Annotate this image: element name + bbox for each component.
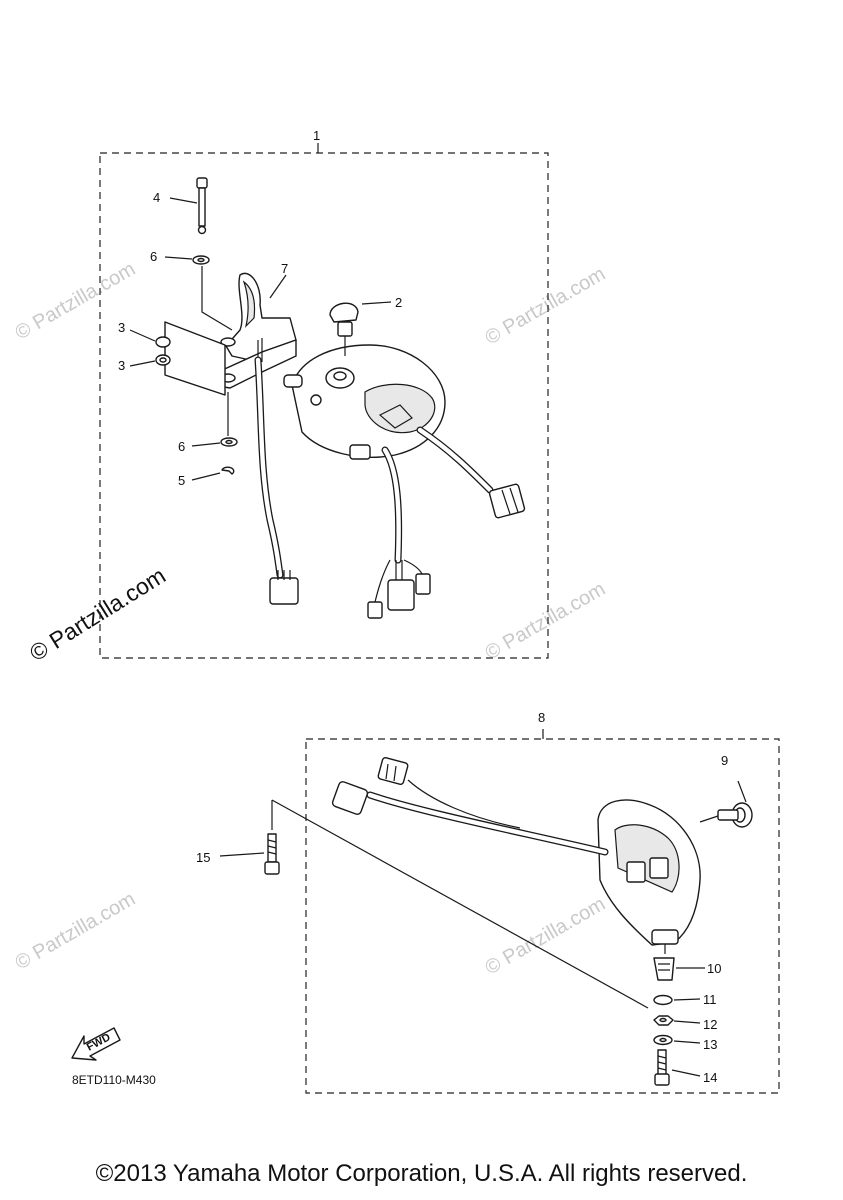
callout-15: 15 bbox=[196, 850, 210, 865]
guide-line-15 bbox=[271, 799, 649, 1009]
fwd-arrow: FWD bbox=[71, 1027, 121, 1061]
callouts: 1 2 3 3 4 5 6 6 7 8 9 10 11 12 13 14 15 bbox=[118, 128, 728, 1085]
part-13-washer bbox=[653, 1034, 701, 1046]
part-6-washer-upper bbox=[164, 255, 210, 265]
watermark-faint: © Partzilla.com bbox=[482, 263, 610, 349]
switch-housing-1 bbox=[283, 344, 446, 460]
part-4-bolt bbox=[169, 177, 208, 235]
callout-2: 2 bbox=[395, 295, 402, 310]
callout-8: 8 bbox=[538, 710, 545, 725]
part-6-washer-lower bbox=[191, 437, 238, 447]
watermark-main: © Partzilla.com bbox=[25, 562, 170, 666]
watermark-faint: © Partzilla.com bbox=[482, 578, 610, 664]
callout-6-upper: 6 bbox=[150, 249, 157, 264]
assembly-1-frame bbox=[99, 152, 549, 659]
harness-bottom bbox=[367, 446, 431, 619]
part-15-screw bbox=[219, 833, 280, 875]
callout-6-lower: 6 bbox=[178, 439, 185, 454]
callout-14: 14 bbox=[703, 1070, 717, 1085]
part-2-button bbox=[329, 301, 392, 356]
part-3-nuts bbox=[129, 321, 226, 396]
callout-13: 13 bbox=[703, 1037, 717, 1052]
switch-housing-8 bbox=[597, 799, 701, 954]
part-5-clip bbox=[191, 466, 235, 481]
reference-code: 8ETD110-M430 bbox=[72, 1073, 156, 1087]
callout-7: 7 bbox=[281, 261, 288, 276]
lever-harness bbox=[254, 356, 299, 605]
part-9-button bbox=[699, 780, 753, 828]
callout-11: 11 bbox=[703, 992, 717, 1007]
assembly-1 bbox=[99, 143, 549, 659]
watermark-faint: © Partzilla.com bbox=[12, 888, 140, 974]
callout-4: 4 bbox=[153, 190, 160, 205]
watermark-faint: © Partzilla.com bbox=[482, 893, 610, 979]
copyright-footer: ©2013 Yamaha Motor Corporation, U.S.A. A… bbox=[95, 1160, 748, 1187]
harness-right bbox=[416, 426, 526, 519]
callout-3-lower: 3 bbox=[118, 358, 125, 373]
assembly-8 bbox=[219, 729, 780, 1094]
part-12-nut bbox=[653, 1015, 701, 1026]
assembly-8-frame bbox=[305, 738, 780, 1094]
callout-1: 1 bbox=[313, 128, 320, 143]
callout-9: 9 bbox=[721, 753, 728, 768]
part-10-fitting bbox=[653, 957, 705, 981]
callout-10: 10 bbox=[707, 961, 721, 976]
callout-12: 12 bbox=[703, 1017, 717, 1032]
part-11-washer bbox=[653, 994, 701, 1006]
callout-3-upper: 3 bbox=[118, 320, 125, 335]
callout-5: 5 bbox=[178, 473, 185, 488]
harness-8 bbox=[331, 756, 609, 856]
part-14-screw bbox=[654, 1049, 701, 1086]
